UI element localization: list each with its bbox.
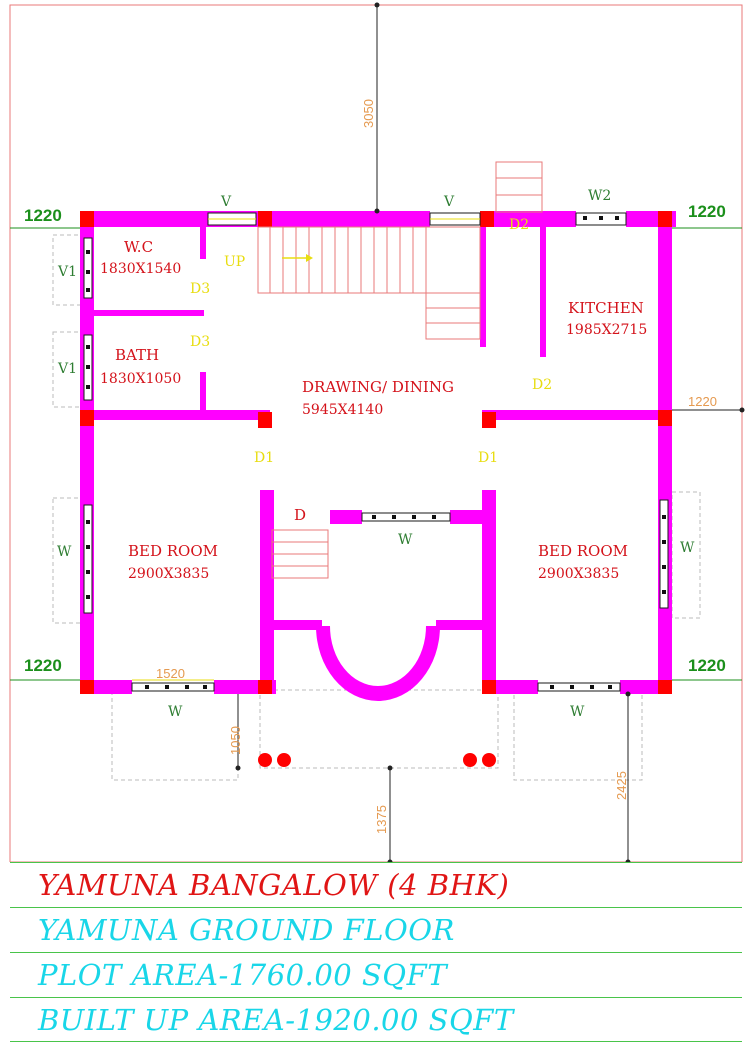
door-tag-d2-kitchen: D2 xyxy=(532,377,552,393)
floor-plan: W.C 1830X1540 BATH 1830X1050 KITCHEN 198… xyxy=(9,2,745,862)
window-tag-v1-bath: V1 xyxy=(57,361,77,377)
window-tag-w-left: W xyxy=(57,544,72,560)
door-tag-d1-right: D1 xyxy=(478,450,498,466)
room-name-drawing: DRAWING/ DINING xyxy=(302,378,454,396)
window-tag-w-bottom-left: W xyxy=(168,704,183,720)
window-tag-w2: W2 xyxy=(588,188,611,204)
room-size-bedroom-right: 2900X3835 xyxy=(538,566,619,582)
dim-front-center: 1375 xyxy=(374,805,389,834)
dim-right-bottom: 1220 xyxy=(688,656,726,675)
room-name-bath: BATH xyxy=(115,346,159,364)
window-tag-v1-wc: V1 xyxy=(57,264,77,280)
door-tag-d3-bath: D3 xyxy=(190,334,210,350)
dim-front-right: 2425 xyxy=(614,771,629,800)
dimension-nodes xyxy=(235,2,745,862)
setback-lines xyxy=(10,227,742,681)
staircase xyxy=(257,161,543,579)
room-name-bedroom-left: BED ROOM xyxy=(128,542,218,560)
window-tag-w-bottom-right: W xyxy=(570,704,585,720)
window-tag-v-right: V xyxy=(443,194,455,210)
title-project: YAMUNA BANGALOW (4 BHK) xyxy=(10,862,742,907)
room-name-bedroom-right: BED ROOM xyxy=(538,542,628,560)
columns xyxy=(80,211,672,694)
plot-boundary xyxy=(9,4,743,862)
dim-right-top: 1220 xyxy=(688,202,726,221)
room-size-bedroom-left: 2900X3835 xyxy=(128,566,209,582)
window-tag-v-left: V xyxy=(220,194,232,210)
title-built-up-area: BUILT UP AREA-1920.00 SQFT xyxy=(10,997,742,1042)
door-tag-d-front: D xyxy=(294,506,306,524)
walls xyxy=(80,211,676,694)
title-plot-area: PLOT AREA-1760.00 SQFT xyxy=(10,952,742,997)
room-size-kitchen: 1985X2715 xyxy=(566,322,647,338)
room-size-wc: 1830X1540 xyxy=(100,261,181,277)
title-block: YAMUNA BANGALOW (4 BHK) YAMUNA GROUND FL… xyxy=(10,862,742,1046)
dim-window-width: 1520 xyxy=(156,666,185,681)
front-pillars xyxy=(258,753,496,767)
room-size-bath: 1830X1050 xyxy=(100,371,181,387)
dim-top-setback: 3050 xyxy=(361,99,376,128)
title-floor: YAMUNA GROUND FLOOR xyxy=(10,907,742,952)
window-tag-w-right: W xyxy=(680,540,695,556)
dimension-lines xyxy=(132,5,742,862)
door-tag-d3-wc: D3 xyxy=(190,281,210,297)
dim-right-mid: 1220 xyxy=(688,394,717,409)
room-size-drawing: 5945X4140 xyxy=(302,402,383,418)
windows xyxy=(83,212,669,692)
up-arrowhead-icon xyxy=(306,254,313,262)
porch-arc xyxy=(316,626,440,701)
dim-left-top: 1220 xyxy=(24,206,62,225)
door-tag-d2-top: D2 xyxy=(509,217,529,233)
room-name-kitchen: KITCHEN xyxy=(568,299,644,317)
dim-left-bottom: 1220 xyxy=(24,656,62,675)
room-name-wc: W.C xyxy=(124,238,153,256)
dim-front-left: 1050 xyxy=(228,726,243,755)
stair-up-label: UP xyxy=(224,254,245,270)
window-dots xyxy=(86,216,666,689)
door-tag-d1-left: D1 xyxy=(254,450,274,466)
window-tag-w-center: W xyxy=(398,532,413,548)
